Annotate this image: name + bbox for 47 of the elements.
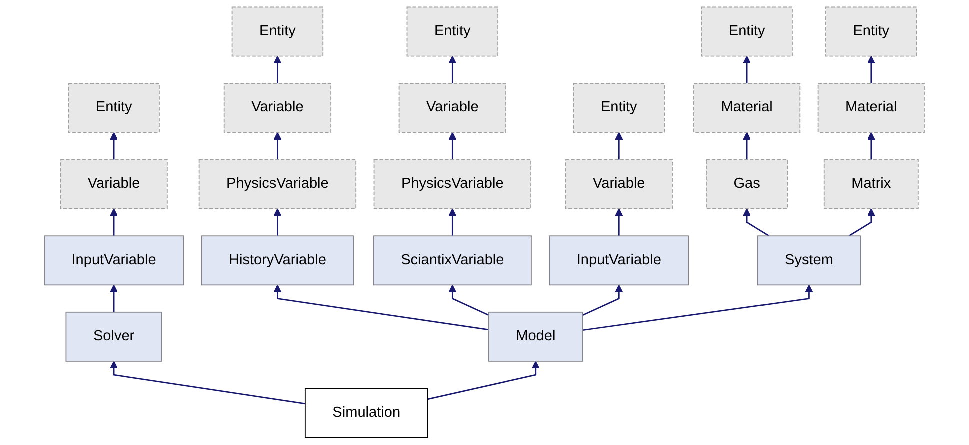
arrow <box>110 132 118 160</box>
node-box: Variable <box>60 159 168 210</box>
arrow <box>743 56 752 84</box>
node-box: SciantixVariable <box>373 236 532 286</box>
arrow <box>448 284 490 316</box>
arrow <box>110 208 118 236</box>
node-box: InputVariable <box>44 236 184 286</box>
node-box: Variable <box>565 159 673 210</box>
arrow <box>274 284 489 331</box>
arrow <box>615 132 624 160</box>
arrow <box>582 284 814 332</box>
node-box: Variable <box>224 83 332 134</box>
node-box: PhysicsVariable <box>374 159 532 210</box>
node-box: Matrix <box>824 159 919 210</box>
arrow <box>110 361 306 405</box>
arrow <box>448 132 457 160</box>
arrow <box>274 132 282 160</box>
node-box: Variable <box>398 83 506 134</box>
arrow <box>867 56 876 84</box>
node-box: Material <box>694 83 801 134</box>
arrow <box>110 284 118 312</box>
arrow <box>867 132 876 160</box>
node-box: Entity <box>826 6 918 57</box>
arrow <box>274 208 282 236</box>
arrow <box>274 56 282 84</box>
node-box: Entity <box>68 83 160 134</box>
arrow <box>743 132 752 160</box>
node-box: HistoryVariable <box>201 236 354 286</box>
node-box: PhysicsVariable <box>198 159 357 210</box>
node-box: Gas <box>706 159 788 210</box>
arrow <box>448 208 457 236</box>
node-box: Simulation <box>304 388 428 438</box>
arrow <box>448 56 457 84</box>
node-box: Solver <box>66 312 162 362</box>
arrow <box>743 208 770 237</box>
node-box: System <box>757 236 862 286</box>
node-box: Entity <box>406 6 499 57</box>
node-box: Model <box>488 312 584 362</box>
arrow <box>582 284 624 316</box>
node-box: InputVariable <box>549 236 690 286</box>
arrow <box>848 208 876 237</box>
arrow <box>615 208 624 236</box>
arrow <box>428 361 540 400</box>
node-box: Entity <box>573 83 666 134</box>
node-box: Material <box>818 83 925 134</box>
node-box: Entity <box>232 6 324 57</box>
node-box: Entity <box>701 6 793 57</box>
